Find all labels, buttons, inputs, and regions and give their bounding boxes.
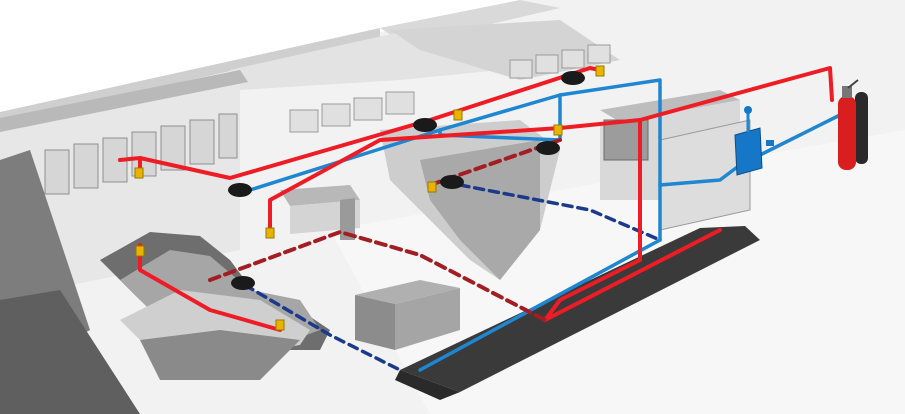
cabinet — [385, 91, 415, 115]
nozzle-icon — [453, 109, 463, 121]
red-pipe-left-branch — [138, 243, 282, 332]
nozzle-icon — [595, 65, 605, 77]
control-panel-icon — [734, 127, 763, 176]
red-pipe-main-2 — [268, 118, 642, 232]
cabinet — [509, 59, 533, 79]
nozzle-icon — [553, 124, 563, 136]
red-pipe-riser — [543, 118, 642, 322]
cabinet — [218, 113, 238, 159]
nozzle-icon — [134, 167, 144, 179]
blue-pipe-floor — [418, 238, 662, 372]
cabinet — [189, 119, 215, 165]
smoke-detector-icon — [536, 141, 560, 155]
partition-face — [420, 140, 540, 280]
blue-dashed-pipe — [458, 183, 662, 242]
red-dashed-pipe — [208, 229, 547, 322]
front-box-front — [355, 295, 395, 350]
panel-sensor-icon — [744, 106, 752, 114]
floor-trench-edge — [395, 370, 460, 400]
cylinder-valve-icon — [842, 86, 852, 98]
red-pipe-to-cylinder — [638, 66, 834, 122]
left-wall-top — [0, 70, 248, 132]
right-counter-top — [600, 90, 740, 122]
floor-trench — [400, 226, 760, 392]
blue-pipe-concealed — [243, 183, 662, 372]
cabinet — [289, 109, 319, 133]
cabinet — [44, 149, 70, 195]
table-leg — [340, 198, 355, 240]
cylinder-hose — [847, 79, 859, 89]
smoke-detector-icon — [413, 118, 437, 132]
black-cylinder-icon — [855, 92, 868, 164]
nozzle-icon — [427, 181, 437, 193]
agent-cylinders — [838, 79, 868, 170]
smoke-detector-icon — [440, 175, 464, 189]
control-panel — [734, 106, 774, 176]
front-box-top — [355, 280, 460, 304]
smoke-detectors — [228, 71, 585, 290]
left-cabinet-row — [44, 113, 238, 195]
cabinet — [587, 44, 611, 64]
cabinet — [353, 97, 383, 121]
red-pipe-floor — [543, 228, 722, 322]
smoke-detector-icon — [231, 276, 255, 290]
back-wall — [0, 28, 380, 122]
nozzle-icon — [135, 245, 145, 257]
red-pipe-main — [118, 66, 602, 180]
cabinet — [535, 54, 559, 74]
control-panel-indicator — [766, 140, 774, 146]
left-corner-shadow — [0, 290, 140, 414]
front-box-side — [395, 288, 460, 350]
back-cabinet-row — [289, 44, 611, 133]
smoke-detector-icon — [561, 71, 585, 85]
red-cylinder-icon — [838, 96, 856, 170]
nozzle-icon — [275, 319, 285, 331]
discharge-nozzles — [134, 65, 605, 331]
left-island-shadow — [140, 330, 300, 380]
blue-dashed-pipe — [243, 283, 402, 372]
smoke-detector-icon — [228, 183, 252, 197]
red-pipe-network — [118, 66, 834, 332]
cabinet — [321, 103, 351, 127]
cabinet — [561, 49, 585, 69]
nozzle-icon — [265, 227, 275, 239]
cabinet — [73, 143, 99, 189]
